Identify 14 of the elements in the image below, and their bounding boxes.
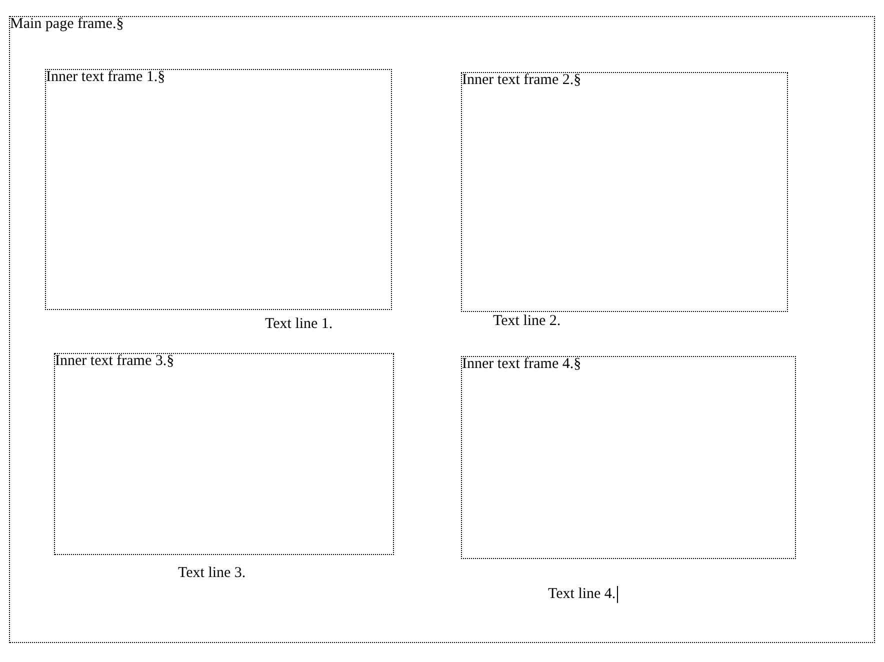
- text-frame: [461, 356, 796, 559]
- text-line: Text line 1.: [265, 316, 333, 333]
- text-line: Text line 2.: [493, 313, 561, 330]
- text-frame: [54, 353, 394, 555]
- text-frame: [461, 72, 788, 312]
- frame-heading: Inner text frame 1.§: [46, 69, 166, 86]
- frame-heading: Main page frame.§: [10, 16, 124, 33]
- text-frame: [45, 69, 392, 310]
- text-frame: [9, 16, 875, 643]
- frame-heading: Inner text frame 2.§: [462, 72, 582, 89]
- text-line: Text line 4.: [548, 586, 616, 603]
- frame-heading: Inner text frame 4.§: [462, 356, 582, 373]
- frame-heading: Inner text frame 3.§: [55, 353, 174, 370]
- text-line: Text line 3.: [178, 565, 246, 582]
